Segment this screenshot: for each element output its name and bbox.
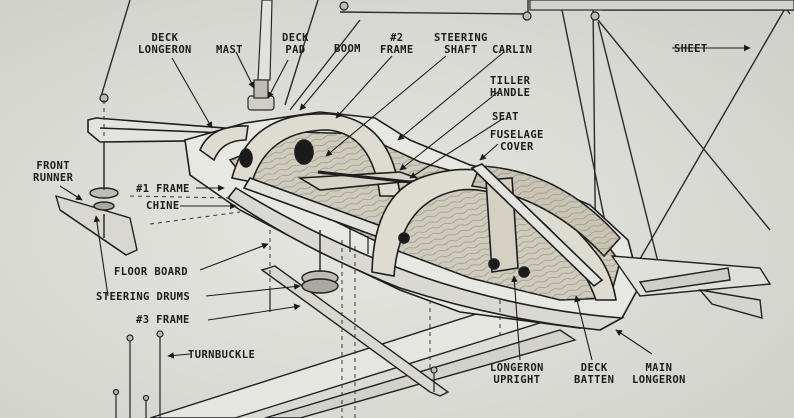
label-main-longeron: MAIN LONGERON [632,362,686,386]
hull [87,111,641,331]
label-tiller-handle: TILLER HANDLE [490,75,531,99]
label-front-runner: FRONT RUNNER [33,160,74,184]
label-turnbuckle: TURNBUCKLE [188,349,256,361]
assembly-guides [103,100,501,418]
rear-runner-assembly [610,255,772,319]
block-pulleys [99,1,600,103]
label-seat: SEAT [492,111,519,123]
label-chine: CHINE [146,200,180,212]
label-carlin: CARLIN [492,44,533,56]
label-mast: MAST [216,44,243,56]
label-floor-board: FLOOR BOARD [114,266,188,278]
label-fuselage-cover: FUSELAGE COVER [490,129,544,153]
label-deck-batten: DECK BATTEN [574,362,615,386]
label-deck-longeron: DECK LONGERON [138,32,192,56]
bolts [112,228,438,418]
label-longeron-upright: LONGERON UPRIGHT [490,362,544,386]
leader-lines [59,44,751,361]
center-runner [260,265,450,397]
label-frame-2: #2 FRAME [380,32,414,56]
label-deck-pad: DECK PAD [282,32,309,56]
mast [247,0,275,111]
boom [529,0,794,11]
front-runner-part [54,140,138,256]
label-sheet: SHEET [674,43,708,55]
steering-drum [301,230,339,294]
label-steering-drums: STEERING DRUMS [96,291,191,303]
label-steering-shaft: STEERING SHAFT [434,32,488,56]
label-frame-3: #3 FRAME [136,314,190,326]
label-boom: BOOM [334,43,361,55]
label-frame-1: #1 FRAME [136,183,190,195]
